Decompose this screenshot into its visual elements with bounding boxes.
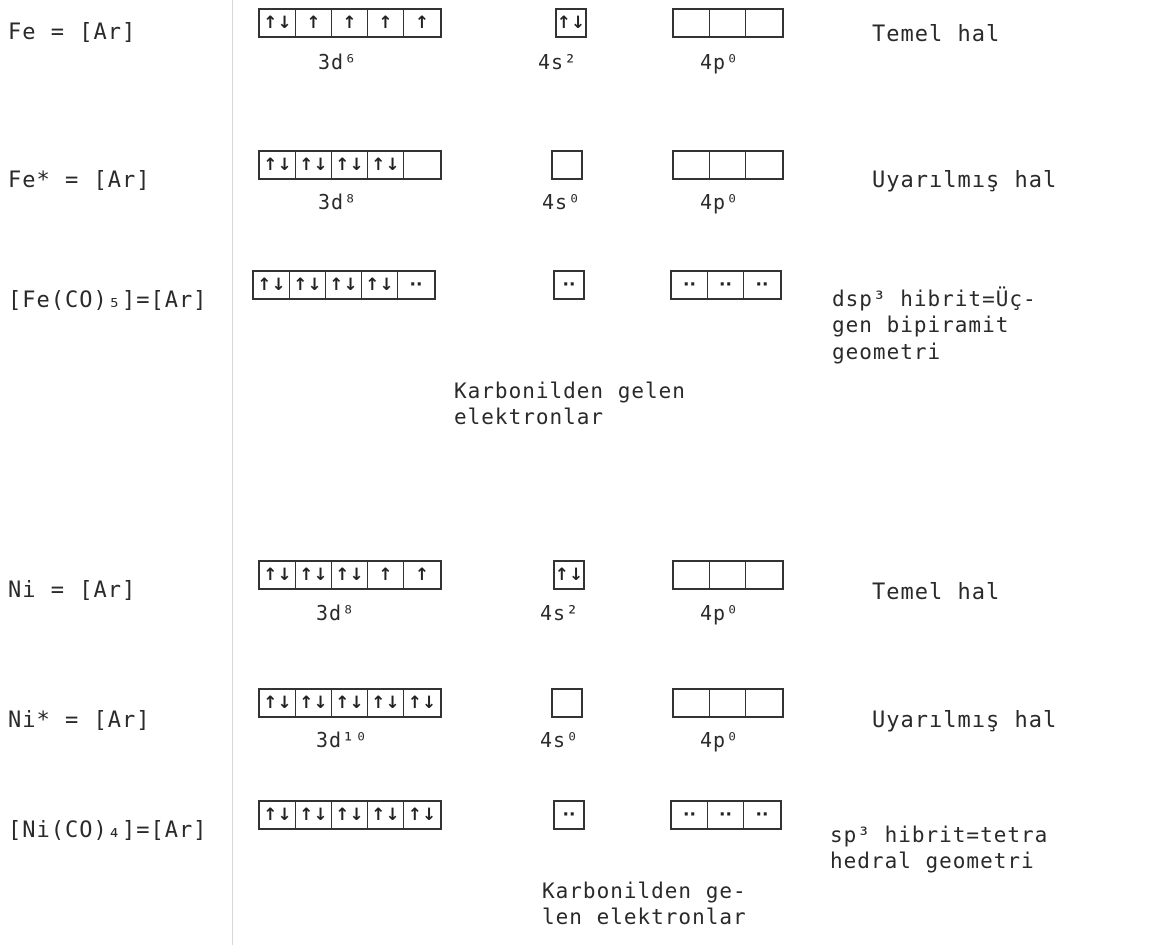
orbital-box — [746, 10, 782, 36]
orbital-box: ↑ — [332, 10, 368, 36]
orbital-box: ·· — [708, 272, 744, 298]
orbital-box — [674, 10, 710, 36]
orbital-box: ·· — [409, 275, 423, 295]
orbital-box: ↑↓ — [407, 693, 437, 713]
orbital-box: ↑↓ — [362, 272, 398, 298]
orbital-box: ·· — [755, 805, 769, 825]
orbital-box: ↑↓ — [554, 565, 584, 585]
fe-ground-3d-label: 3d⁶ — [318, 50, 358, 74]
orbital-box — [746, 690, 782, 716]
ni-complex-4s-box: ·· — [553, 800, 585, 830]
fe-excited-3d-boxes: ↑↓↑↓↑↓↑↓ — [258, 150, 442, 180]
ni-complex-3d-boxes: ↑↓↑↓↑↓↑↓↑↓ — [258, 800, 442, 830]
ni-excited-4s-label: 4s⁰ — [540, 728, 580, 752]
orbital-box: ↑↓ — [332, 690, 368, 716]
fe-excited-state: Uyarılmış hal — [872, 168, 1058, 193]
orbital-box — [710, 152, 746, 178]
orbital-box — [404, 152, 440, 178]
orbital-box — [746, 562, 782, 588]
fe-excited-label: Fe* = [Ar] — [8, 168, 151, 193]
fe-ground-3d-boxes: ↑↓↑↑↑↑ — [258, 8, 442, 38]
orbital-box: ↑ — [414, 13, 430, 33]
orbital-box — [674, 562, 710, 588]
ni-ground-4s-box: ↑↓ — [553, 560, 585, 590]
ni-excited-3d-label: 3d¹⁰ — [316, 728, 369, 752]
fe-ground-4s-box: ↑↓ — [555, 8, 587, 38]
fe-complex-4s-box: ·· — [553, 270, 585, 300]
orbital-box — [553, 690, 581, 716]
fe-excited-4s-label: 4s⁰ — [542, 190, 582, 214]
fe-ground-4p-label: 4p⁰ — [700, 50, 740, 74]
orbital-box: ↑↓ — [260, 690, 296, 716]
ni-excited-3d-boxes: ↑↓↑↓↑↓↑↓↑↓ — [258, 688, 442, 718]
fe-complex-label: [Fe(CO)₅]=[Ar] — [8, 288, 208, 313]
orbital-box — [710, 10, 746, 36]
orbital-box: ↑↓ — [296, 562, 332, 588]
fe-ground-4p-boxes — [672, 8, 784, 38]
orbital-box: ·· — [562, 805, 576, 825]
fe-excited-4p-boxes — [672, 150, 784, 180]
fe-excited-4s-box — [551, 150, 583, 180]
ni-ground-3d-boxes: ↑↓↑↓↑↓↑↑ — [258, 560, 442, 590]
orbital-box: ↑↓ — [407, 805, 437, 825]
fe-ground-4s-label: 4s² — [538, 50, 578, 74]
orbital-box: ↑↓ — [260, 802, 296, 828]
orbital-box: ↑ — [414, 565, 430, 585]
orbital-box — [710, 562, 746, 588]
fe-complex-3d-boxes: ↑↓↑↓↑↓↑↓·· — [252, 270, 436, 300]
ni-ground-4p-boxes — [672, 560, 784, 590]
orbital-box: ↑↓ — [368, 802, 404, 828]
ni-complex-4p-boxes: ······ — [670, 800, 782, 830]
orbital-box: ↑↓ — [296, 802, 332, 828]
orbital-box: ↑↓ — [326, 272, 362, 298]
fe-complex-carbonyl-note: Karbonilden gelen elektronlar — [454, 379, 686, 430]
ni-excited-4p-label: 4p⁰ — [700, 728, 740, 752]
orbital-box: ·· — [562, 275, 576, 295]
orbital-box: ·· — [672, 802, 708, 828]
orbital-box: ↑↓ — [556, 13, 586, 33]
ni-excited-label: Ni* = [Ar] — [8, 708, 151, 733]
ni-ground-3d-label: 3d⁸ — [316, 601, 356, 625]
ni-complex-label: [Ni(CO)₄]=[Ar] — [8, 818, 208, 843]
orbital-box — [674, 690, 710, 716]
orbital-box: ↑↓ — [254, 272, 290, 298]
ni-excited-4p-boxes — [672, 688, 784, 718]
orbital-box: ·· — [755, 275, 769, 295]
ni-ground-4p-label: 4p⁰ — [700, 601, 740, 625]
fe-excited-4p-label: 4p⁰ — [700, 190, 740, 214]
ni-ground-state: Temel hal — [872, 580, 1001, 605]
ni-excited-4s-box — [551, 688, 583, 718]
orbital-box — [746, 152, 782, 178]
orbital-box: ·· — [672, 272, 708, 298]
orbital-box — [674, 152, 710, 178]
orbital-box: ↑↓ — [368, 152, 404, 178]
fe-complex-hybrid-note: dsp³ hibrit=Üç- gen bipiramit geometri — [832, 287, 1037, 364]
orbital-box: ↑↓ — [332, 802, 368, 828]
orbital-box: ↑↓ — [260, 562, 296, 588]
page-fold-line — [232, 0, 233, 945]
ni-complex-carbonyl-note: Karbonilden ge- len elektronlar — [542, 879, 747, 930]
ni-complex-hybrid-note: sp³ hibrit=tetra hedral geometri — [830, 823, 1049, 874]
fe-ground-state: Temel hal — [872, 22, 1001, 47]
fe-excited-3d-label: 3d⁸ — [318, 190, 358, 214]
ni-excited-state: Uyarılmış hal — [872, 708, 1058, 733]
orbital-box: ↑↓ — [260, 152, 296, 178]
fe-ground-label: Fe = [Ar] — [8, 20, 137, 45]
orbital-box: ↑ — [368, 10, 404, 36]
orbital-box: ↑↓ — [332, 562, 368, 588]
orbital-box: ·· — [708, 802, 744, 828]
orbital-box: ↑ — [368, 562, 404, 588]
orbital-box: ↑↓ — [290, 272, 326, 298]
orbital-box: ↑↓ — [296, 690, 332, 716]
ni-ground-label: Ni = [Ar] — [8, 578, 137, 603]
orbital-box — [710, 690, 746, 716]
orbital-box: ↑ — [296, 10, 332, 36]
orbital-box: ↑↓ — [332, 152, 368, 178]
fe-complex-4p-boxes: ······ — [670, 270, 782, 300]
ni-ground-4s-label: 4s² — [540, 601, 580, 625]
orbital-box: ↑↓ — [296, 152, 332, 178]
orbital-box — [553, 152, 581, 178]
orbital-box: ↑↓ — [368, 690, 404, 716]
orbital-box: ↑↓ — [260, 10, 296, 36]
